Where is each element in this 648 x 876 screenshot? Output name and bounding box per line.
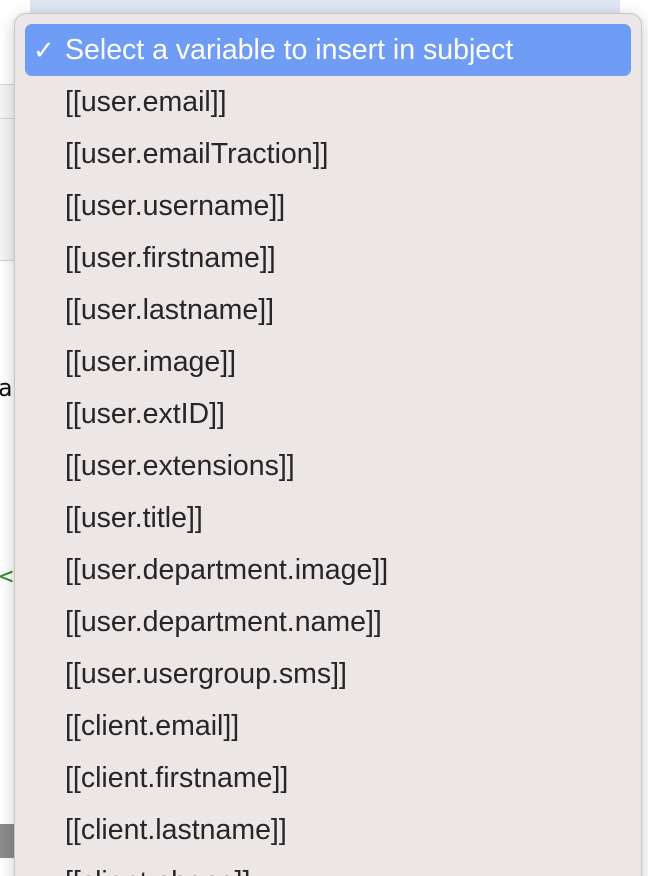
background-divider bbox=[0, 260, 14, 261]
option-label: [[client.lastname]] bbox=[65, 814, 287, 846]
option-item[interactable]: [[user.emailTraction]] bbox=[15, 128, 641, 180]
background-panel bbox=[0, 84, 14, 260]
background-code-text: < bbox=[0, 562, 14, 590]
background-text: a bbox=[0, 374, 13, 402]
option-item[interactable]: [[client.firstname]] bbox=[15, 752, 641, 804]
options-list: [[user.email]] [[user.emailTraction]] [[us… bbox=[15, 76, 641, 876]
option-label: [[user.department.image]] bbox=[65, 554, 389, 586]
option-label: [[user.usergroup.sms]] bbox=[65, 658, 347, 690]
option-label: [[client.firstname]] bbox=[65, 762, 289, 794]
variable-select-dropdown[interactable]: ✓ Select a variable to insert in subject… bbox=[14, 13, 642, 876]
option-label: [[user.image]] bbox=[65, 346, 237, 378]
option-label: Select a variable to insert in subject bbox=[65, 34, 514, 66]
option-item[interactable]: [[user.image]] bbox=[15, 336, 641, 388]
option-label: [[user.department.name]] bbox=[65, 606, 382, 638]
background-divider bbox=[0, 118, 14, 119]
option-item[interactable]: [[client.phone]] bbox=[15, 856, 641, 876]
option-label: [[user.username]] bbox=[65, 190, 286, 222]
option-item[interactable]: [[user.department.name]] bbox=[15, 596, 641, 648]
option-label: [[client.phone]] bbox=[65, 866, 250, 876]
option-label: [[user.extensions]] bbox=[65, 450, 295, 482]
option-label: [[user.emailTraction]] bbox=[65, 138, 329, 170]
option-item[interactable]: [[user.usergroup.sms]] bbox=[15, 648, 641, 700]
option-label: [[user.title]] bbox=[65, 502, 203, 534]
option-label: [[user.email]] bbox=[65, 86, 227, 118]
option-label: [[user.lastname]] bbox=[65, 294, 275, 326]
option-item[interactable]: [[user.title]] bbox=[15, 492, 641, 544]
option-item[interactable]: [[user.firstname]] bbox=[15, 232, 641, 284]
background-divider bbox=[0, 84, 14, 85]
option-label: [[user.firstname]] bbox=[65, 242, 276, 274]
checkmark-icon: ✓ bbox=[33, 35, 55, 65]
option-item[interactable]: [[user.extID]] bbox=[15, 388, 641, 440]
option-item[interactable]: [[user.username]] bbox=[15, 180, 641, 232]
option-selected[interactable]: ✓ Select a variable to insert in subject bbox=[25, 24, 631, 76]
option-label: [[client.email]] bbox=[65, 710, 240, 742]
option-label: [[user.extID]] bbox=[65, 398, 225, 430]
option-item[interactable]: [[user.department.image]] bbox=[15, 544, 641, 596]
background-block bbox=[0, 824, 14, 858]
option-item[interactable]: [[client.email]] bbox=[15, 700, 641, 752]
option-item[interactable]: [[user.lastname]] bbox=[15, 284, 641, 336]
option-item[interactable]: [[user.extensions]] bbox=[15, 440, 641, 492]
option-item[interactable]: [[user.email]] bbox=[15, 76, 641, 128]
option-item[interactable]: [[client.lastname]] bbox=[15, 804, 641, 856]
